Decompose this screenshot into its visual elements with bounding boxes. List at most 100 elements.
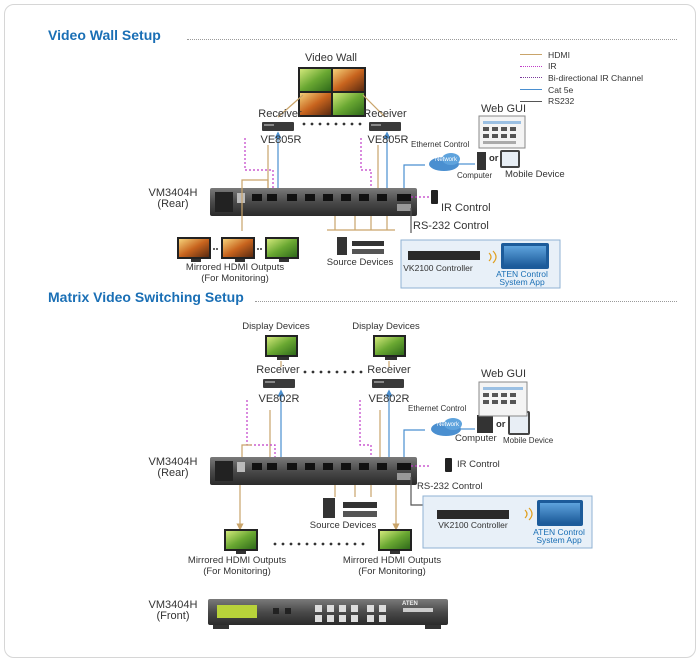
receiver-device [369,122,401,131]
ir-control-label: IR Control [441,202,491,214]
monitor-dots [213,248,262,250]
monitor-icon [378,529,412,554]
hdmi-cable [362,94,386,118]
monitor-icon [177,237,211,262]
network-cloud [431,418,462,436]
ir-remote-icon [431,190,438,204]
title-rule [187,39,677,40]
receiver-model: VE802R [258,393,300,405]
source-device-icon [343,502,377,508]
ethernet-control-label: Ethernet Control [411,140,470,149]
unit-name: VM3404H [148,187,198,199]
diagram-frame: Video Wall Setup Matrix Video Switching … [4,4,696,658]
unit-view: (Rear) [157,467,189,479]
display-devices-label: Display Devices [242,321,310,332]
network-label: Network [437,422,460,428]
ir-cable [244,138,274,188]
ir-control-label: IR Control [457,459,500,470]
vk2100-label: VK2100 Controller [438,520,508,530]
unit-view: (Rear) [157,198,189,210]
ir-cable [246,400,276,457]
mobile-screen [502,152,518,166]
computer-icon [477,152,486,170]
legend-swatch [520,100,542,102]
receiver-device [263,379,295,388]
source-devices-label: Source Devices [326,257,394,268]
video-wall-display [298,67,366,117]
mobile-screen [510,413,528,433]
receiver-device [372,379,404,388]
aten-app-label-1: ATEN Control [533,527,585,537]
tablet-screen [504,246,546,266]
legend-label: RS232 [548,96,575,107]
legend-label: IR [548,61,557,72]
ir-remote-icon [445,458,452,472]
cat5e-cable [403,429,425,457]
legend-swatch [520,65,542,67]
legend-item-rs232: RS232 [520,95,643,107]
for-monitoring-label: (For Monitoring) [203,566,271,577]
monitor-icon [265,237,299,262]
legend-item-ir: IR [520,61,643,73]
hdmi-cable [277,94,304,118]
monitor-icon [224,529,258,554]
aten-app-label-1: ATEN Control [496,269,548,279]
vm3404h-rear-unit [210,188,417,216]
receiver-dots [302,122,362,126]
source-device-icon [323,498,335,518]
mirrored-outputs-label: Mirrored HDMI Outputs [342,555,442,566]
receiver-label: Receiver [363,108,407,120]
receiver-model: VE805R [260,134,302,146]
unit-view: (Front) [156,610,190,622]
unit-name: VM3404H [148,456,198,468]
title-rule [255,301,677,302]
ethernet-control-label: Ethernet Control [408,404,467,413]
receiver-model: VE805R [367,134,409,146]
source-device-icon [352,249,384,254]
for-monitoring-label: (For Monitoring) [201,273,269,284]
matrix-setup-title: Matrix Video Switching Setup [48,289,244,305]
source-devices-label: Source Devices [309,520,377,531]
receiver-label: Receiver [258,108,302,120]
source-device-icon [343,511,377,517]
computer-label: Computer [457,171,493,180]
mobile-device-label: Mobile Device [503,436,554,445]
rs232-control-label: RS-232 Control [413,220,489,232]
unit-name: VM3404H [148,599,198,611]
legend: HDMI IR Bi-directional IR Channel Cat 5e… [520,49,643,107]
monitor-dots [273,542,365,546]
vk2100-controller-icon [437,510,509,519]
source-device-icon [352,241,384,246]
aten-app-label-2: System App [499,277,545,287]
wireless-icon [488,250,497,264]
receiver-label: Receiver [367,364,411,376]
video-wall-label: Video Wall [305,52,357,64]
source-device-icon [337,237,347,255]
diagram-graphics [177,67,593,629]
video-wall-setup-title: Video Wall Setup [48,27,161,43]
legend-label: HDMI [548,49,570,60]
legend-item-cat5e: Cat 5e [520,84,643,96]
computer-label: Computer [455,433,497,444]
display-device-icon [265,335,298,360]
web-gui-label: Web GUI [481,368,527,380]
legend-label: Bi-directional IR Channel [548,72,644,83]
legend-item-hdmi: HDMI [520,49,643,61]
legend-swatch [520,77,542,79]
legend-swatch [520,54,542,56]
network-cloud [429,153,460,171]
web-gui-window [478,381,528,417]
hdmi-cable [241,444,252,457]
mirrored-outputs-label: Mirrored HDMI Outputs [187,555,287,566]
vm3404h-front-unit [208,599,448,629]
aten-app-label-2: System App [536,535,582,545]
vm3404h-rear-unit [210,457,417,485]
brand-label: ATEN [402,601,418,607]
legend-label: Cat 5e [548,84,574,95]
ir-cable [359,400,372,457]
legend-swatch [520,89,542,91]
receiver-device [262,122,294,131]
display-devices-label: Display Devices [352,321,420,332]
display-device-icon [373,335,406,360]
rs232-control-label: RS-232 Control [417,481,483,492]
